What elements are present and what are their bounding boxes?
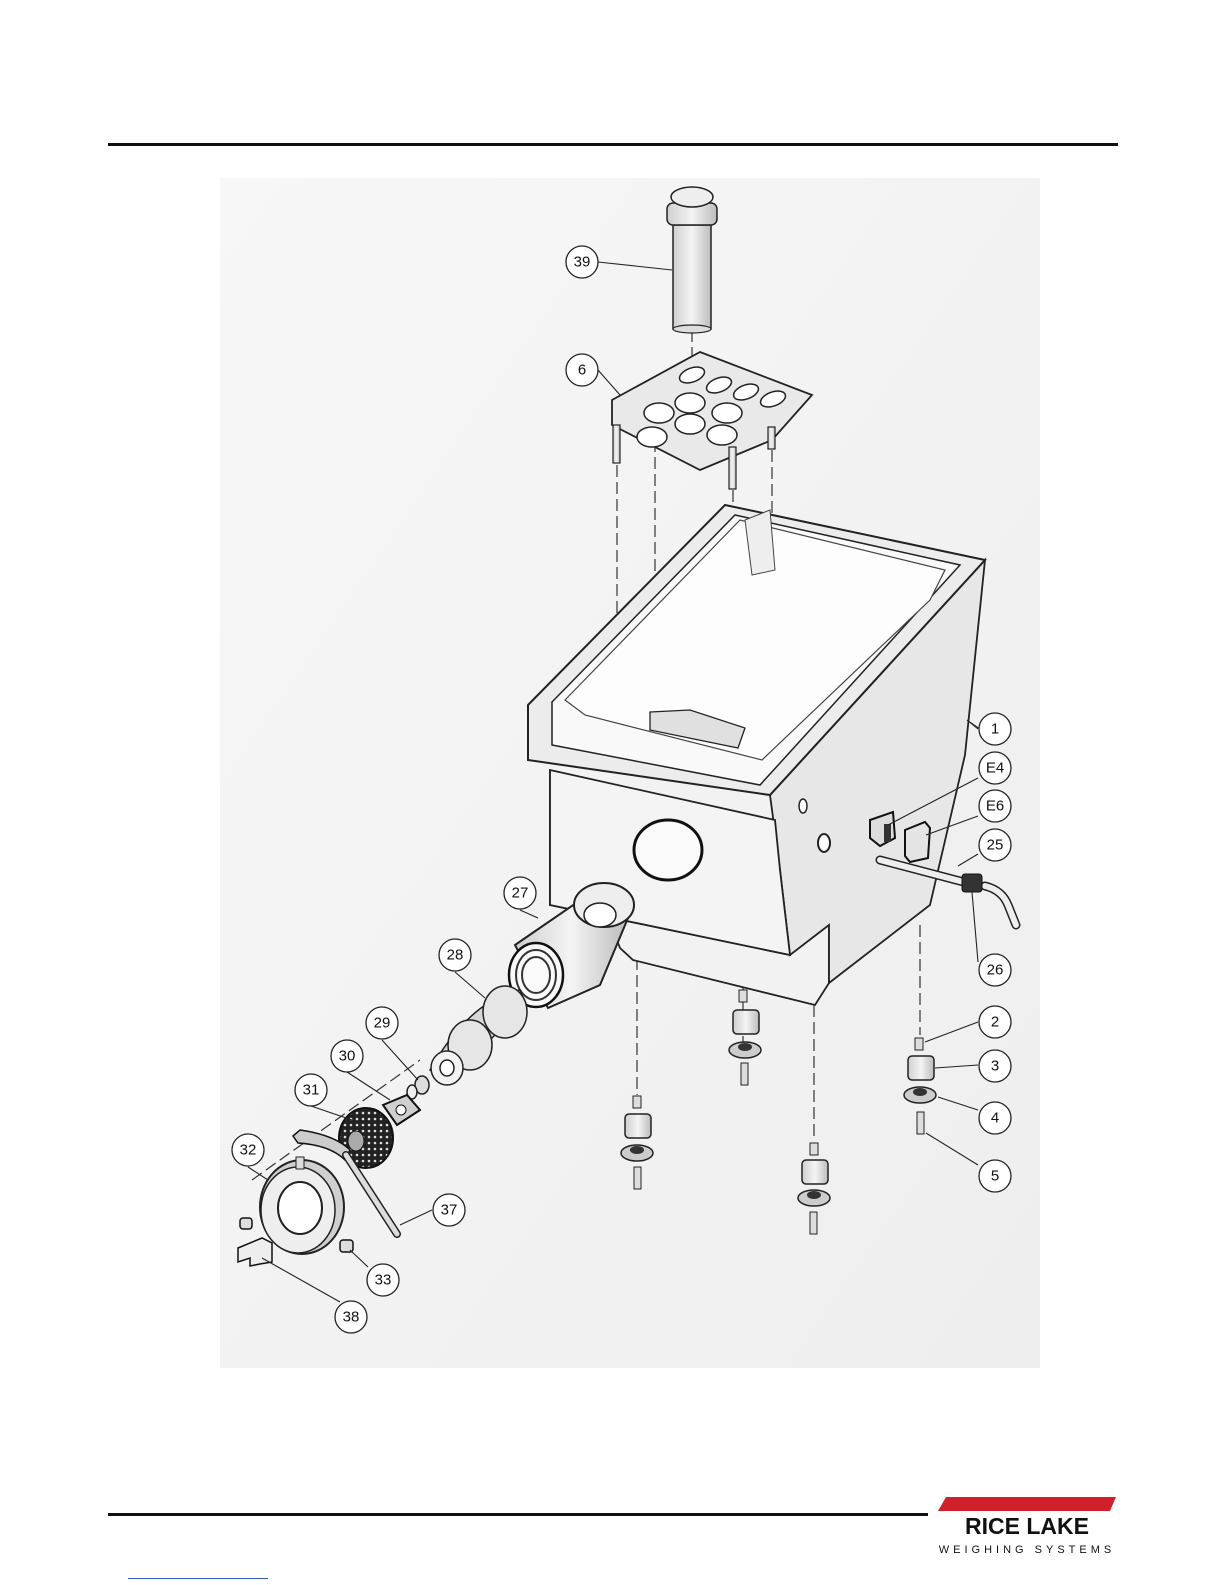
svg-text:33: 33	[375, 1272, 392, 1289]
callout-30: 30	[331, 1040, 363, 1072]
footer-link-underline[interactable]	[128, 1578, 268, 1579]
callout-e6: E6	[979, 790, 1011, 822]
callout-26: 26	[979, 954, 1011, 986]
svg-text:30: 30	[339, 1048, 356, 1065]
callout-29: 29	[366, 1007, 398, 1039]
logo-brand-text: RICE LAKE	[965, 1513, 1089, 1539]
part-26-knob	[962, 874, 982, 892]
exploded-parts-diagram: 39 6 1 E4 E6 25 26 27 28 29 30 31 32 37 …	[220, 178, 1040, 1368]
svg-text:5: 5	[991, 1168, 999, 1185]
svg-text:39: 39	[574, 254, 591, 271]
callout-25: 25	[979, 829, 1011, 861]
callout-6: 6	[566, 354, 598, 386]
svg-text:6: 6	[578, 362, 586, 379]
svg-text:27: 27	[512, 885, 529, 902]
callout-2: 2	[979, 1006, 1011, 1038]
footer-rule	[108, 1513, 928, 1516]
svg-text:28: 28	[447, 947, 464, 964]
svg-text:31: 31	[303, 1082, 320, 1099]
svg-text:37: 37	[441, 1202, 458, 1219]
svg-text:32: 32	[240, 1142, 257, 1159]
part-e6-sensor	[905, 822, 930, 862]
callout-27: 27	[504, 877, 536, 909]
rice-lake-logo: RICE LAKE WEIGHING SYSTEMS	[938, 1497, 1116, 1559]
svg-text:E4: E4	[986, 760, 1004, 777]
callout-e4: E4	[979, 752, 1011, 784]
callout-32: 32	[232, 1134, 264, 1166]
callout-5: 5	[979, 1160, 1011, 1192]
svg-text:E6: E6	[986, 798, 1004, 815]
callout-39: 39	[566, 246, 598, 278]
header-rule	[108, 143, 1118, 146]
svg-text:2: 2	[991, 1014, 999, 1031]
svg-text:25: 25	[987, 837, 1004, 854]
callout-3: 3	[979, 1050, 1011, 1082]
svg-text:38: 38	[343, 1309, 360, 1326]
callout-37: 37	[433, 1194, 465, 1226]
callout-38: 38	[335, 1301, 367, 1333]
callout-4: 4	[979, 1102, 1011, 1134]
logo-tagline-text: WEIGHING SYSTEMS	[939, 1544, 1115, 1556]
callout-33: 33	[367, 1264, 399, 1296]
callout-1: 1	[979, 713, 1011, 745]
callout-31: 31	[295, 1074, 327, 1106]
callout-28: 28	[439, 939, 471, 971]
part-39-pusher	[667, 187, 717, 333]
svg-text:26: 26	[987, 962, 1004, 979]
svg-text:4: 4	[991, 1110, 999, 1127]
logo-accent-bar	[938, 1497, 1116, 1511]
svg-text:3: 3	[991, 1058, 999, 1075]
svg-text:29: 29	[374, 1015, 391, 1032]
svg-text:1: 1	[991, 721, 999, 738]
